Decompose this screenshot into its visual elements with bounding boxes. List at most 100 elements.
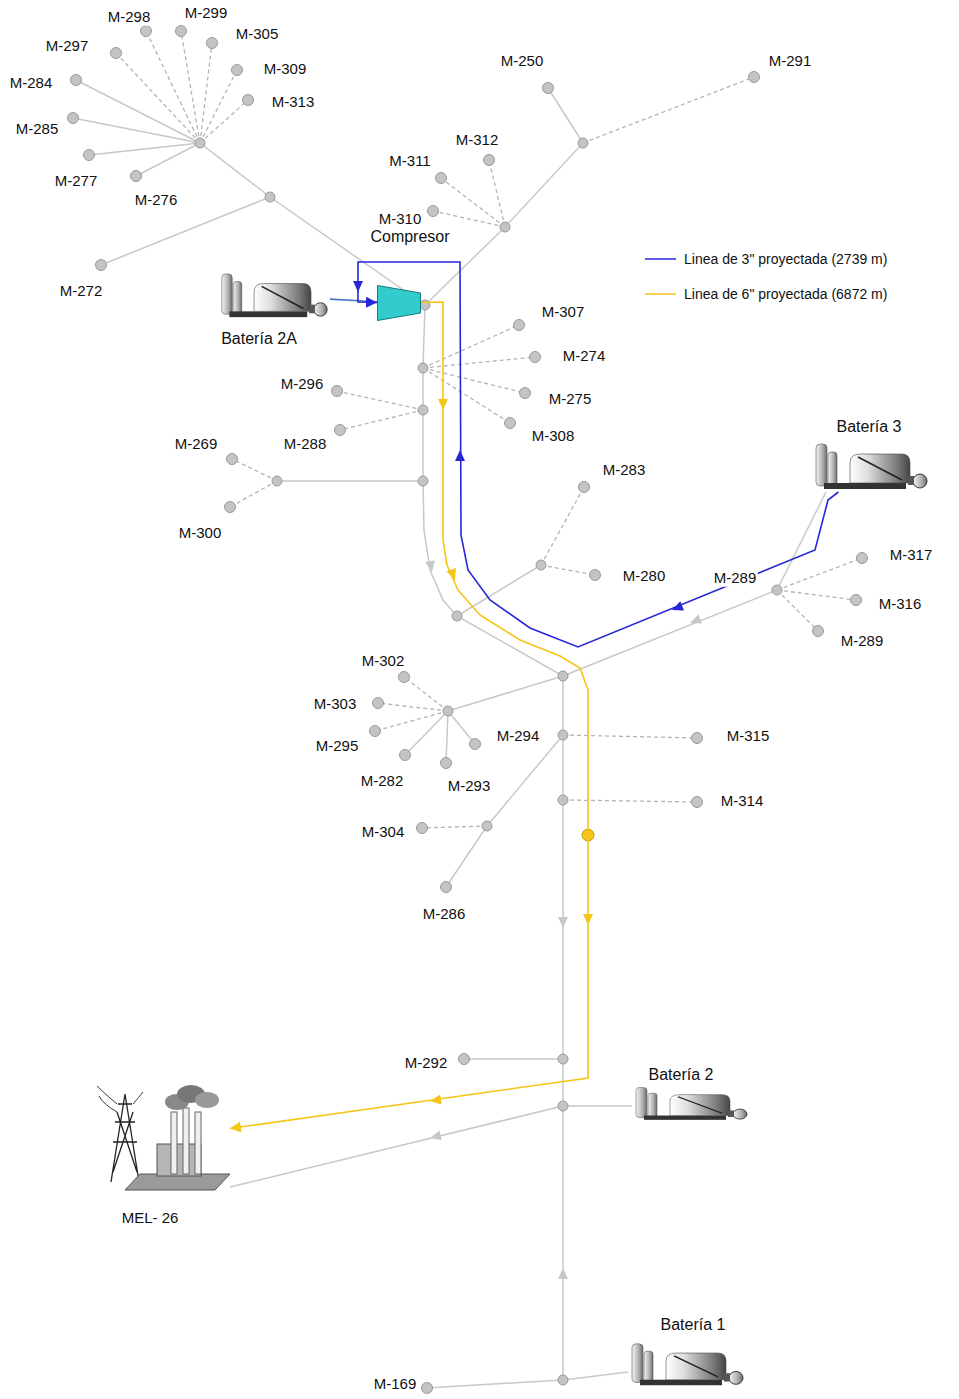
flow-arrow [425,560,437,573]
gas-line [101,197,270,265]
well-label: M-297 [45,38,90,55]
well-label: M-276 [134,192,179,209]
well-label: M-308 [531,428,576,445]
flow-arrow [455,450,465,461]
well-label: M-288 [283,436,328,453]
gas-line [777,492,826,590]
gathering-lines [73,31,862,1388]
well-line [563,735,697,738]
gas-line [405,711,448,755]
junction-dot [536,560,546,570]
gas-well: M-269 [226,453,238,465]
well-label: M-302 [361,653,406,670]
flow-arrow [688,614,702,627]
gas-well: M-295 [369,725,381,737]
well-line [200,43,212,143]
well-line [404,677,448,711]
station-label: Batería 1 [660,1316,727,1334]
well-label: M-300 [178,525,223,542]
gas-well: M-276 [130,170,142,182]
well-label: M-291 [768,53,813,70]
gas-well: M-297 [110,47,122,59]
gas-line [200,143,270,197]
compressor: Compresor [377,285,421,321]
well-label: M-275 [548,391,593,408]
gas-well: M-303 [372,697,384,709]
well-label: M-269 [174,436,219,453]
gas-well: M-317 [856,552,868,564]
junction-dot [558,1054,568,1064]
well-label: M-310 [378,211,423,228]
junction-dot [420,300,430,310]
gas-well: M-312 [483,154,495,166]
gas-well: M-310 [427,205,439,217]
gas-well: M-250 [542,82,554,94]
gas-well: M-313 [242,94,254,106]
station-label: Batería 3 [836,418,903,436]
legend-line [645,293,676,295]
junction-dot [500,222,510,232]
pipeline-connector [330,299,377,302]
gas-line [423,305,425,481]
gas-well: M-292 [458,1053,470,1065]
gas-well: M-314 [691,796,703,808]
junction-dot [558,1101,568,1111]
gas-well: M-309 [231,64,243,76]
gas-line [427,1380,563,1388]
compressor-icon [377,285,421,321]
legend-item: Linea de 3" proyectada (2739 m) [645,248,887,283]
junction-dot [418,476,428,486]
gas-well: M-274 [529,351,541,363]
gas-line [446,711,448,763]
battery-icon [628,1342,746,1388]
station-label: Batería 2 [648,1066,715,1084]
gas-well: M-299 [175,25,187,37]
gas-line [230,1106,563,1187]
well-line [337,391,423,410]
gas-well: M-283 [578,481,590,493]
well-label: M-169 [373,1376,418,1393]
well-label: M-294 [496,728,541,745]
junction-dot [265,192,275,202]
gas-well: M-293 [440,757,452,769]
gas-well: M-305 [206,37,218,49]
junction-dot [772,585,782,595]
well-label: M-298 [107,9,152,26]
station-label: Compresor [369,228,450,246]
well-line [232,459,277,481]
gas-line [448,676,563,711]
gas-well: M-311 [435,172,447,184]
battery-station: Batería 2A [218,272,330,320]
gas-line [563,1105,632,1107]
gas-line [423,481,457,616]
well-label: M-309 [263,61,308,78]
gas-line [487,735,563,826]
well-line [230,481,277,507]
legend-line-sample [645,248,677,270]
well-line [563,800,697,802]
well-label: M-293 [447,778,492,795]
well-label: M-311 [388,153,431,170]
gas-well: M-272 [95,259,107,271]
well-label: M-296 [280,376,325,393]
well-line [433,211,505,227]
legend-text: Linea de 6" proyectada (6872 m) [684,283,887,305]
well-label: M-274 [562,348,607,365]
gas-well: M-286 [440,881,452,893]
well-line [423,357,535,368]
well-label: M-292 [404,1055,449,1072]
flow-arrow [558,1268,568,1279]
gas-well: M-316 [850,594,862,606]
gas-well: M-304 [416,822,428,834]
well-label: M-283 [602,462,647,479]
junction-dot [418,405,428,415]
junction-dot [272,476,282,486]
junction-dot [578,138,588,148]
gas-well: M-169 [421,1382,433,1394]
gas-line [73,118,200,143]
junction-dot [558,730,568,740]
well-label: M-315 [726,728,771,745]
well-label: M-317 [889,547,934,564]
well-line [777,590,818,631]
flow-arrow [670,601,684,614]
